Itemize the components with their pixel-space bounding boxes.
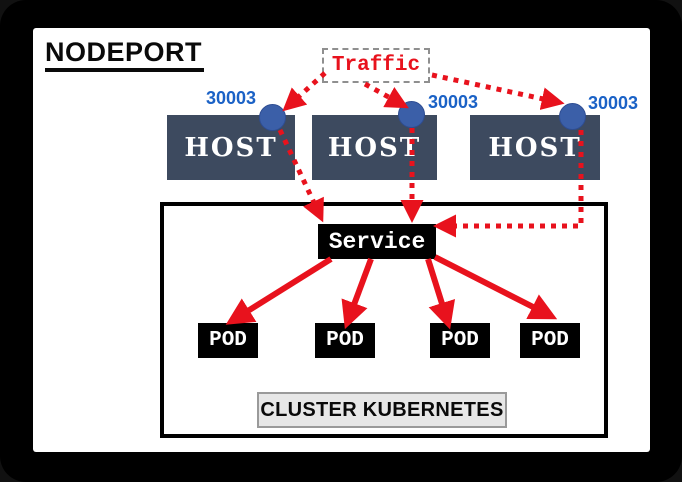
nodeport-number-3: 30003 bbox=[588, 92, 639, 113]
nodeport-number-2: 30003 bbox=[428, 91, 479, 112]
pod-label: POD bbox=[531, 329, 569, 352]
service-box: Service bbox=[318, 224, 436, 259]
host-label: HOST bbox=[488, 132, 582, 163]
diagram-title: NODEPORT bbox=[45, 37, 205, 72]
pod-label: POD bbox=[326, 329, 364, 352]
nodeport-number-1: 30003 bbox=[205, 87, 256, 108]
pod-label: POD bbox=[441, 329, 479, 352]
nodeport-circle-2 bbox=[398, 101, 425, 128]
cluster-boundary bbox=[160, 202, 608, 438]
cluster-caption: CLUSTER KUBERNETES bbox=[257, 392, 507, 428]
service-label: Service bbox=[328, 228, 426, 255]
pod-box-1: POD bbox=[198, 323, 258, 358]
pod-box-4: POD bbox=[520, 323, 580, 358]
nodeport-circle-3 bbox=[559, 103, 586, 130]
traffic-label: Traffic bbox=[331, 54, 421, 77]
host-label: HOST bbox=[184, 132, 278, 163]
nodeport-circle-1 bbox=[259, 104, 286, 131]
traffic-box: Traffic bbox=[322, 48, 430, 83]
pod-box-3: POD bbox=[430, 323, 490, 358]
pod-label: POD bbox=[209, 329, 247, 352]
cluster-caption-label: CLUSTER KUBERNETES bbox=[260, 398, 504, 421]
host-label: HOST bbox=[327, 132, 422, 163]
pod-box-2: POD bbox=[315, 323, 375, 358]
